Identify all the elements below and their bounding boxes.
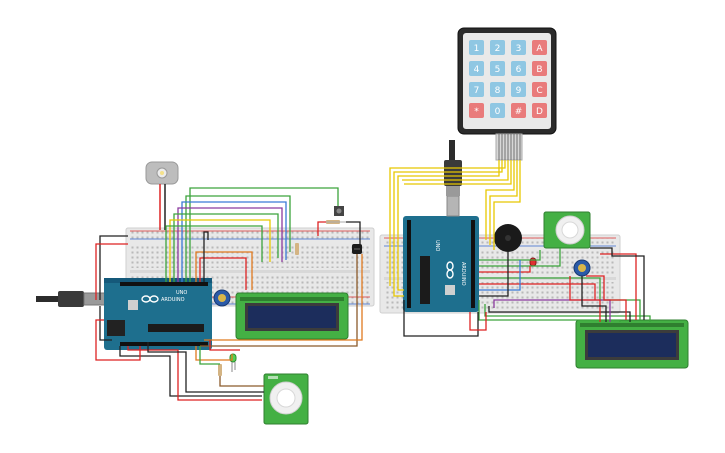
- keypad-key-label: 4: [474, 65, 480, 75]
- keypad-key-label: *: [474, 107, 479, 117]
- right-circuit: ARDUINO UNO 1 2 3 A 4 5 6 B 7 8 9 C * 0 # D: [379, 27, 689, 369]
- keypad-key-C[interactable]: [532, 82, 547, 97]
- resistor-left-3: [218, 364, 222, 376]
- keypad-key-label: 7: [474, 86, 480, 96]
- keypad-key-label: 1: [474, 44, 480, 54]
- left-lcd-16x2[interactable]: [235, 292, 349, 340]
- keypad-key-label: 3: [516, 44, 522, 54]
- arduino-brand-text: ARDUINO: [161, 297, 185, 303]
- keypad-4x4[interactable]: 1 2 3 A 4 5 6 B 7 8 9 C * 0 # D: [457, 27, 557, 161]
- arduino-infinity-icon: [141, 295, 159, 303]
- keypad-key-label: 8: [495, 86, 501, 96]
- resistor-left-2: [295, 243, 299, 255]
- left-circuit: ARDUINO UNO: [36, 161, 375, 425]
- keypad-key-label: B: [536, 65, 542, 75]
- dc-motor-icon[interactable]: [145, 161, 179, 230]
- right-wires: [389, 160, 651, 337]
- red-led-icon[interactable]: [529, 257, 537, 267]
- keypad-key-6[interactable]: [511, 61, 526, 76]
- keypad-key-*[interactable]: [469, 103, 484, 118]
- keypad-key-A[interactable]: [532, 40, 547, 55]
- keypad-key-9[interactable]: [511, 82, 526, 97]
- arduino-model-text: UNO: [434, 240, 440, 251]
- keypad-key-label: 0: [495, 107, 501, 117]
- keypad-key-label: C: [536, 86, 542, 96]
- arduino-brand-text: ARDUINO: [460, 262, 466, 286]
- potentiometer-icon[interactable]: [573, 259, 591, 277]
- keypad-key-label: 9: [516, 86, 522, 96]
- keypad-key-B[interactable]: [532, 61, 547, 76]
- arduino-infinity-icon: [446, 261, 454, 279]
- pir-sensor-icon[interactable]: [543, 211, 591, 249]
- left-wires: [95, 187, 363, 401]
- potentiometer-icon[interactable]: [213, 289, 231, 307]
- keypad-key-D[interactable]: [532, 103, 547, 118]
- keypad-key-5[interactable]: [490, 61, 505, 76]
- keypad-key-#[interactable]: [511, 103, 526, 118]
- keypad-key-4[interactable]: [469, 61, 484, 76]
- photoresistor-icon[interactable]: [352, 244, 362, 254]
- keypad-key-label: 5: [495, 65, 501, 75]
- keypad-key-label: D: [536, 107, 543, 117]
- right-arduino-board[interactable]: ARDUINO UNO: [403, 195, 479, 312]
- green-led-icon[interactable]: [229, 353, 237, 372]
- keypad-key-8[interactable]: [490, 82, 505, 97]
- keypad-key-label: #: [515, 107, 523, 117]
- left-arduino-board[interactable]: ARDUINO UNO: [104, 278, 212, 350]
- pir-sensor-icon[interactable]: [263, 373, 309, 425]
- keypad-key-0[interactable]: [490, 103, 505, 118]
- keypad-key-2[interactable]: [490, 40, 505, 55]
- keypad-key-1[interactable]: [469, 40, 484, 55]
- pushbutton-icon[interactable]: [334, 206, 344, 216]
- piezo-buzzer-icon[interactable]: [494, 224, 522, 252]
- keypad-key-7[interactable]: [469, 82, 484, 97]
- keypad-key-label: 2: [495, 44, 501, 54]
- keypad-key-label: A: [536, 44, 543, 54]
- arduino-model-text: UNO: [176, 290, 187, 296]
- keypad-key-3[interactable]: [511, 40, 526, 55]
- keypad-key-label: 6: [516, 65, 522, 75]
- right-lcd-16x2[interactable]: [575, 319, 689, 369]
